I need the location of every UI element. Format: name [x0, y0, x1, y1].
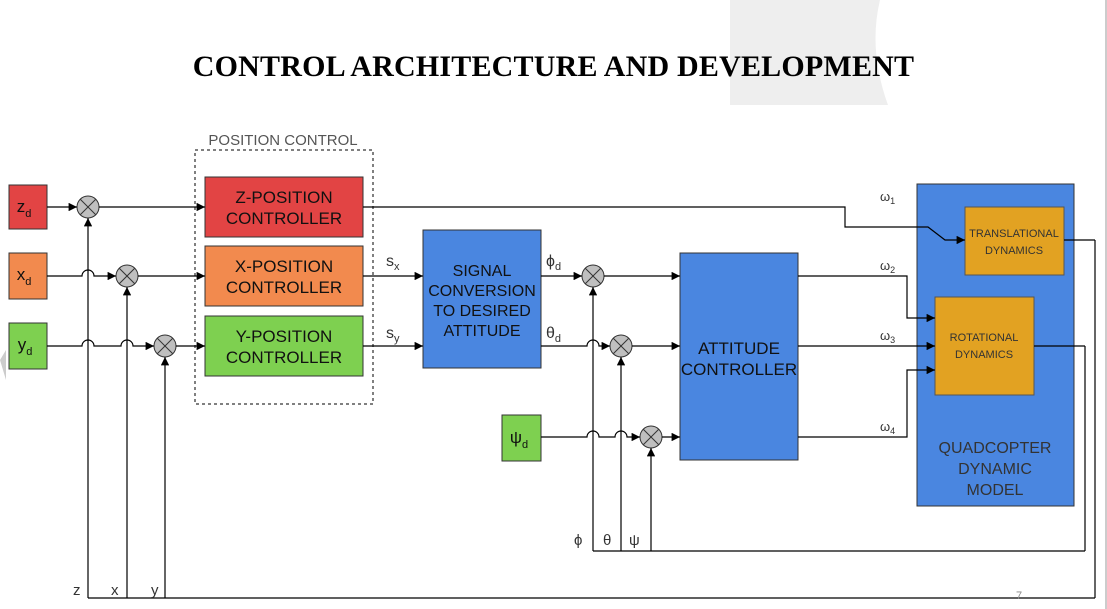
feedback-label-psi: ψ	[629, 532, 640, 549]
signal-w1-base: ω	[880, 189, 890, 204]
signal-w3-base: ω	[880, 328, 890, 343]
signal-sy-sub: y	[394, 333, 400, 345]
attitude-controller-block: ATTITUDE CONTROLLER	[679, 252, 799, 461]
rotational-dynamics-line1: ROTATIONAL	[950, 332, 1019, 344]
input-xd-box	[8, 252, 48, 300]
translational-dynamics-line1: TRANSLATIONAL	[969, 228, 1059, 240]
input-yd-base: y	[18, 335, 27, 354]
quadcopter-model-line1: QUADCOPTER	[939, 440, 1052, 457]
input-zd: zd	[8, 184, 48, 230]
z-controller-line2: CONTROLLER	[226, 209, 342, 228]
signal-thetad-base: θ	[546, 325, 555, 342]
input-psid-box	[501, 414, 542, 462]
signal-w4-sub: 4	[890, 426, 895, 436]
x-controller-line1: X-POSITION	[235, 257, 333, 276]
translational-dynamics-line2: DYNAMICS	[985, 245, 1043, 257]
feedback-label-x: x	[111, 582, 119, 599]
input-psid-base: ψ	[510, 428, 522, 447]
svg-text:ψd: ψd	[510, 428, 528, 451]
signal-w2-base: ω	[880, 258, 890, 273]
rotational-dynamics-line2: DYNAMICS	[955, 349, 1013, 361]
signal-w1-sub: 1	[890, 196, 895, 206]
signal-w2-sub: 2	[890, 265, 895, 275]
quadcopter-model-line2: DYNAMIC	[958, 461, 1032, 478]
signal-w3-sub: 3	[890, 335, 895, 345]
input-psid: ψd	[501, 414, 542, 462]
signal-conversion-line3: TO DESIRED	[433, 303, 531, 320]
signal-sx-sub: x	[394, 261, 400, 273]
input-xd-sub: d	[25, 276, 31, 288]
input-yd-sub: d	[26, 346, 32, 358]
x-controller-line2: CONTROLLER	[226, 278, 342, 297]
input-yd-box	[8, 322, 48, 370]
svg-text:ω3: ω3	[880, 328, 895, 345]
signal-conversion-line4: ATTITUDE	[443, 323, 520, 340]
position-control-label: POSITION CONTROL	[208, 132, 357, 149]
input-zd-sub: d	[25, 208, 31, 220]
signal-conversion-line2: CONVERSION	[428, 283, 536, 300]
attitude-controller-line2: CONTROLLER	[681, 360, 797, 379]
svg-text:zd: zd	[17, 197, 32, 220]
svg-text:ω2: ω2	[880, 258, 895, 275]
svg-text:xd: xd	[17, 265, 32, 288]
attitude-controller-line1: ATTITUDE	[698, 339, 780, 358]
rotational-dynamics-block: ROTATIONAL DYNAMICS	[934, 296, 1035, 396]
signal-phid-base: ϕ	[546, 253, 555, 270]
y-controller-line1: Y-POSITION	[236, 327, 333, 346]
svg-text:sx: sx	[386, 253, 400, 273]
input-xd-base: x	[17, 265, 26, 284]
svg-text:yd: yd	[18, 335, 33, 358]
feedback-label-y: y	[151, 582, 159, 599]
svg-text:ϕd: ϕd	[546, 253, 561, 273]
input-zd-base: z	[17, 197, 26, 216]
signal-thetad-sub: d	[555, 333, 561, 345]
signal-phid-sub: d	[555, 261, 561, 273]
signal-conversion-line1: SIGNAL	[453, 263, 512, 280]
signal-w4-base: ω	[880, 419, 890, 434]
y-controller-line2: CONTROLLER	[226, 348, 342, 367]
quadcopter-model-line3: MODEL	[967, 482, 1024, 499]
svg-text:ω1: ω1	[880, 189, 895, 206]
input-xd: xd	[8, 252, 48, 300]
page-number: 7	[1016, 590, 1022, 602]
z-position-controller: Z-POSITION CONTROLLER	[204, 176, 364, 238]
feedback-label-theta: θ	[603, 532, 611, 549]
z-controller-line1: Z-POSITION	[235, 188, 332, 207]
signal-sy-base: s	[386, 325, 394, 342]
input-psid-sub: d	[522, 439, 528, 451]
svg-text:θd: θd	[546, 325, 561, 345]
x-position-controller: X-POSITION CONTROLLER	[204, 245, 364, 307]
signal-sx-base: s	[386, 253, 394, 270]
y-position-controller: Y-POSITION CONTROLLER	[204, 315, 364, 377]
svg-text:sy: sy	[386, 325, 400, 345]
feedback-label-phi: ϕ	[574, 532, 582, 549]
input-yd: yd	[8, 322, 48, 370]
feedback-label-z: z	[73, 582, 81, 599]
slide-title: CONTROL ARCHITECTURE AND DEVELOPMENT	[192, 50, 915, 83]
svg-text:ω4: ω4	[880, 419, 895, 436]
input-zd-box	[8, 184, 48, 230]
translational-dynamics-block: TRANSLATIONAL DYNAMICS	[964, 206, 1065, 276]
signal-conversion-block: SIGNAL CONVERSION TO DESIRED ATTITUDE	[422, 229, 542, 369]
